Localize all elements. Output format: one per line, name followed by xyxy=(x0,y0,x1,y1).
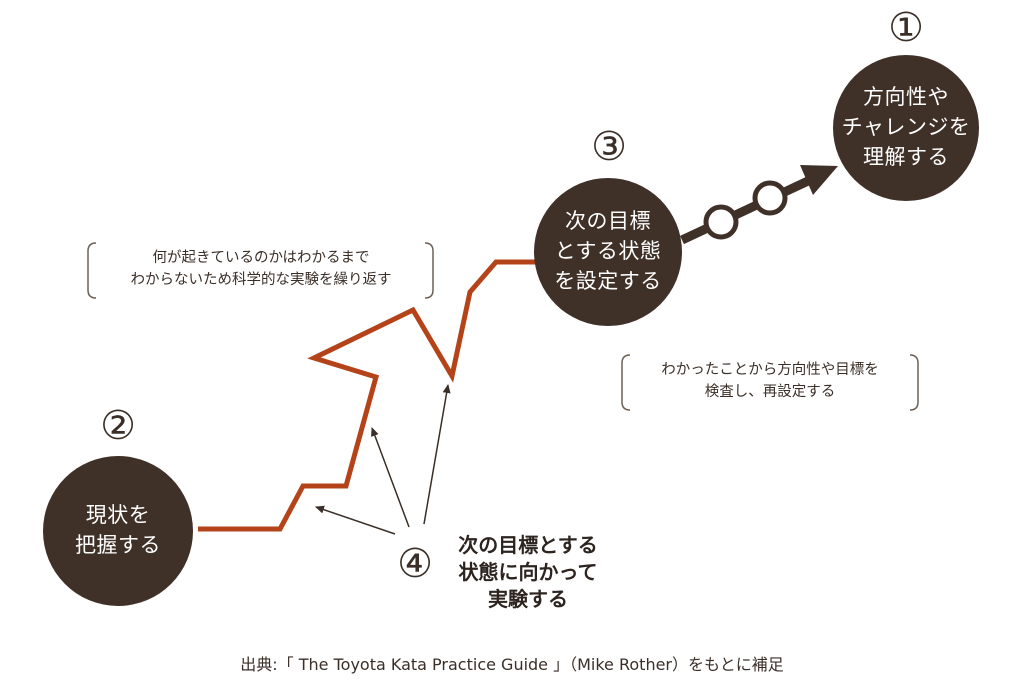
progress-arrowhead xyxy=(800,165,838,195)
step-3-number: ③ xyxy=(591,124,627,170)
step-2-label: 現状を 把握する xyxy=(75,503,161,557)
milestone-1 xyxy=(703,204,739,240)
step-4-number: ④ xyxy=(397,541,433,587)
note-experiment-bracket-right xyxy=(424,242,434,299)
arrow-to-path-3 xyxy=(423,384,451,525)
progress-path xyxy=(680,176,810,245)
step-3-label: 次の目標 とする状態 を設定する xyxy=(554,209,662,293)
milestone-2 xyxy=(752,180,788,216)
step-4-label: 次の目標とする 状態に向かって 実験する xyxy=(458,533,598,611)
step-1-label: 方向性や チャレンジを 理解する xyxy=(841,85,971,169)
note-review: わかったことから方向性や目標を 検査し、再設定する xyxy=(661,362,879,401)
step-1-circle: 方向性や チャレンジを 理解する xyxy=(833,55,979,201)
arrow-to-path-2 xyxy=(371,427,410,528)
step-3-circle: 次の目標 とする状態 を設定する xyxy=(534,178,682,326)
step-2-circle: 現状を 把握する xyxy=(43,456,193,606)
experiment-path xyxy=(198,259,540,532)
note-experiment-bracket-left xyxy=(87,242,97,299)
note-experiment: 何が起きているのかはわかるまで わからないため科学的な実験を繰り返す xyxy=(130,250,392,289)
note-review-bracket-right xyxy=(909,354,919,411)
step-1-number: ① xyxy=(888,5,924,51)
arrow-to-path-1 xyxy=(315,505,396,535)
step-2-number: ② xyxy=(100,403,136,449)
source-caption: 出典:「 The Toyota Kata Practice Guide 」（Mi… xyxy=(240,655,784,674)
note-review-bracket-left xyxy=(621,354,631,411)
